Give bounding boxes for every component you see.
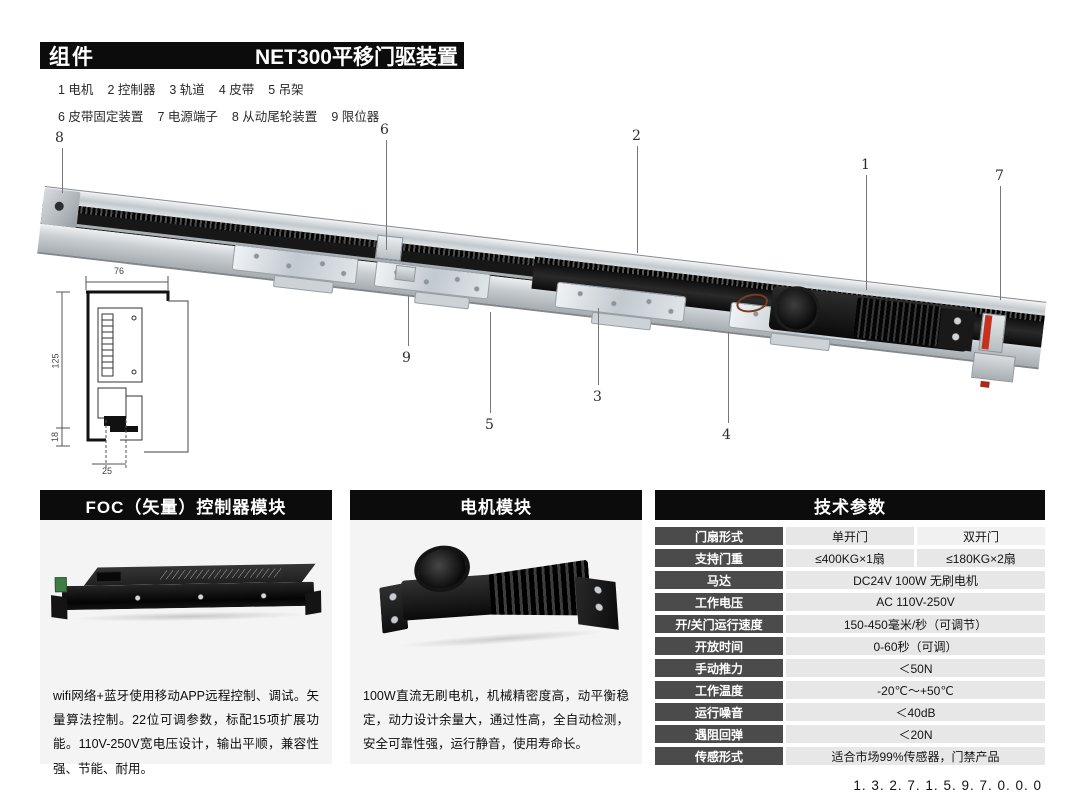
callout-2-line: [637, 146, 638, 253]
callout-9-line: [408, 296, 409, 346]
legend-item: 5 吊架: [268, 83, 304, 97]
cross-section-svg: [56, 276, 189, 470]
legend-item: 9 限位器: [331, 110, 380, 124]
spec-row: 运行噪音 ＜40dB: [655, 703, 1045, 721]
controller-mount-tab: [51, 595, 68, 620]
terminal-bracket: [971, 351, 1016, 383]
spec-row: 手动推力 ＜50N: [655, 659, 1045, 677]
cross-section-drawing: 76 125 18 25: [48, 266, 198, 476]
dim-lower-height: 18: [50, 431, 61, 443]
controller-mount-tab: [305, 590, 322, 616]
specs-table: 门扇形式 单开门 双开门 支持门重 ≤400KG×1扇 ≤180KG×2扇 马达…: [655, 527, 1045, 765]
spec-row: 工作电压 AC 110V-250V: [655, 593, 1045, 611]
controller-green-connector: [54, 577, 67, 593]
callout-8: 8: [55, 130, 64, 146]
legend-item: 3 轨道: [169, 83, 205, 97]
dim-left-height: 125: [50, 353, 61, 369]
motor-shadow: [397, 626, 608, 652]
callout-6-line: [386, 140, 387, 250]
legend-row-2: 6 皮带固定装置 7 电源端子 8 从动尾轮装置 9 限位器: [58, 106, 379, 125]
callout-9: 9: [402, 350, 411, 366]
spec-row: 开放时间 0-60秒（可调）: [655, 637, 1045, 655]
belt-fixing-device: [374, 234, 404, 262]
specs-panel-title: 技术参数: [655, 490, 1045, 520]
motor-description: 100W直流无刷电机，机械精密度高，动平衡稳定，动力设计余量大，通过性高，全自动…: [363, 688, 629, 752]
dim-top-width: 76: [114, 266, 125, 276]
motor-right-bracket: [574, 576, 619, 630]
legend-item: 7 电源端子: [157, 110, 218, 124]
callout-3-line: [598, 308, 599, 385]
callout-1: 1: [861, 157, 870, 173]
legend-item: 8 从动尾轮装置: [231, 110, 318, 124]
spec-row: 遇阻回弹 ＜20N: [655, 725, 1045, 743]
power-terminal: [978, 312, 1007, 354]
callout-4-line: [728, 332, 729, 423]
callout-5-line: [490, 312, 491, 413]
foc-description: wifi网络+蓝牙使用移动APP远程控制、调试。矢量算法控制。22位可调参数，标…: [53, 688, 319, 776]
legend-item: 6 皮带固定装置: [58, 110, 144, 124]
callout-3: 3: [593, 389, 602, 405]
tech-specs-panel: 技术参数 门扇形式 单开门 双开门 支持门重 ≤400KG×1扇 ≤180KG×…: [655, 490, 1045, 769]
watermark-code: 1. 3. 2. 7. 1. 5. 9. 7. 0. 0. 0: [853, 778, 1042, 793]
callout-1-line: [866, 175, 867, 290]
page-title: NET300平移门驱装置: [254, 45, 458, 69]
spec-row: 开/关门运行速度 150-450毫米/秒（可调节）: [655, 615, 1045, 633]
motor-product-photo: [350, 520, 642, 662]
callout-5: 5: [485, 417, 494, 433]
motor-module-panel: 电机模块 100W直流无刷电机，机械精密度高，动平衡稳定，动力设计余量大，通过性…: [350, 490, 642, 764]
callout-6: 6: [380, 122, 389, 138]
foc-panel-title: FOC（矢量）控制器模块: [40, 490, 332, 520]
header-section-label: 组件: [49, 45, 95, 69]
callout-4: 4: [722, 427, 731, 443]
spec-row: 马达 DC24V 100W 无刷电机: [655, 571, 1045, 589]
callout-7: 7: [995, 168, 1004, 184]
tail-pulley-unit: [40, 187, 81, 228]
terminal-red-stripe: [981, 314, 993, 350]
spec-row: 传感形式 适合市场99%传感器，门禁产品: [655, 747, 1045, 765]
legend-item: 1 电机: [58, 83, 94, 97]
terminal-red-dot: [980, 380, 990, 388]
motor-panel-title: 电机模块: [350, 490, 642, 520]
header-bar: 组件 NET300平移门驱装置: [40, 42, 464, 69]
controller-led-display: [95, 571, 122, 583]
parts-legend: 1 电机 2 控制器 3 轨道 4 皮带 5 吊架 6 皮带固定装置 7 电源端…: [58, 79, 379, 133]
controller-front-face: [61, 581, 315, 611]
controller-product-photo: [40, 520, 332, 662]
spec-row: 工作温度 -20℃～+50℃: [655, 681, 1045, 699]
spec-row: 门扇形式 单开门 双开门: [655, 527, 1045, 545]
controller-shadow: [70, 609, 309, 624]
legend-row-1: 1 电机 2 控制器 3 轨道 4 皮带 5 吊架: [58, 79, 379, 98]
foc-controller-panel: FOC（矢量）控制器模块 wifi网络+蓝牙使用移动APP远程控制、调试。矢量算…: [40, 490, 332, 776]
dim-bottom-width: 25: [102, 466, 113, 476]
callout-7-line: [1000, 186, 1001, 300]
legend-item: 2 控制器: [107, 83, 156, 97]
limiter-block: [394, 264, 417, 283]
motor-mount-plate: [937, 307, 976, 352]
callout-2: 2: [632, 128, 641, 144]
callout-8-line: [62, 148, 63, 193]
spec-row: 支持门重 ≤400KG×1扇 ≤180KG×2扇: [655, 549, 1045, 567]
legend-item: 4 皮带: [218, 83, 255, 97]
